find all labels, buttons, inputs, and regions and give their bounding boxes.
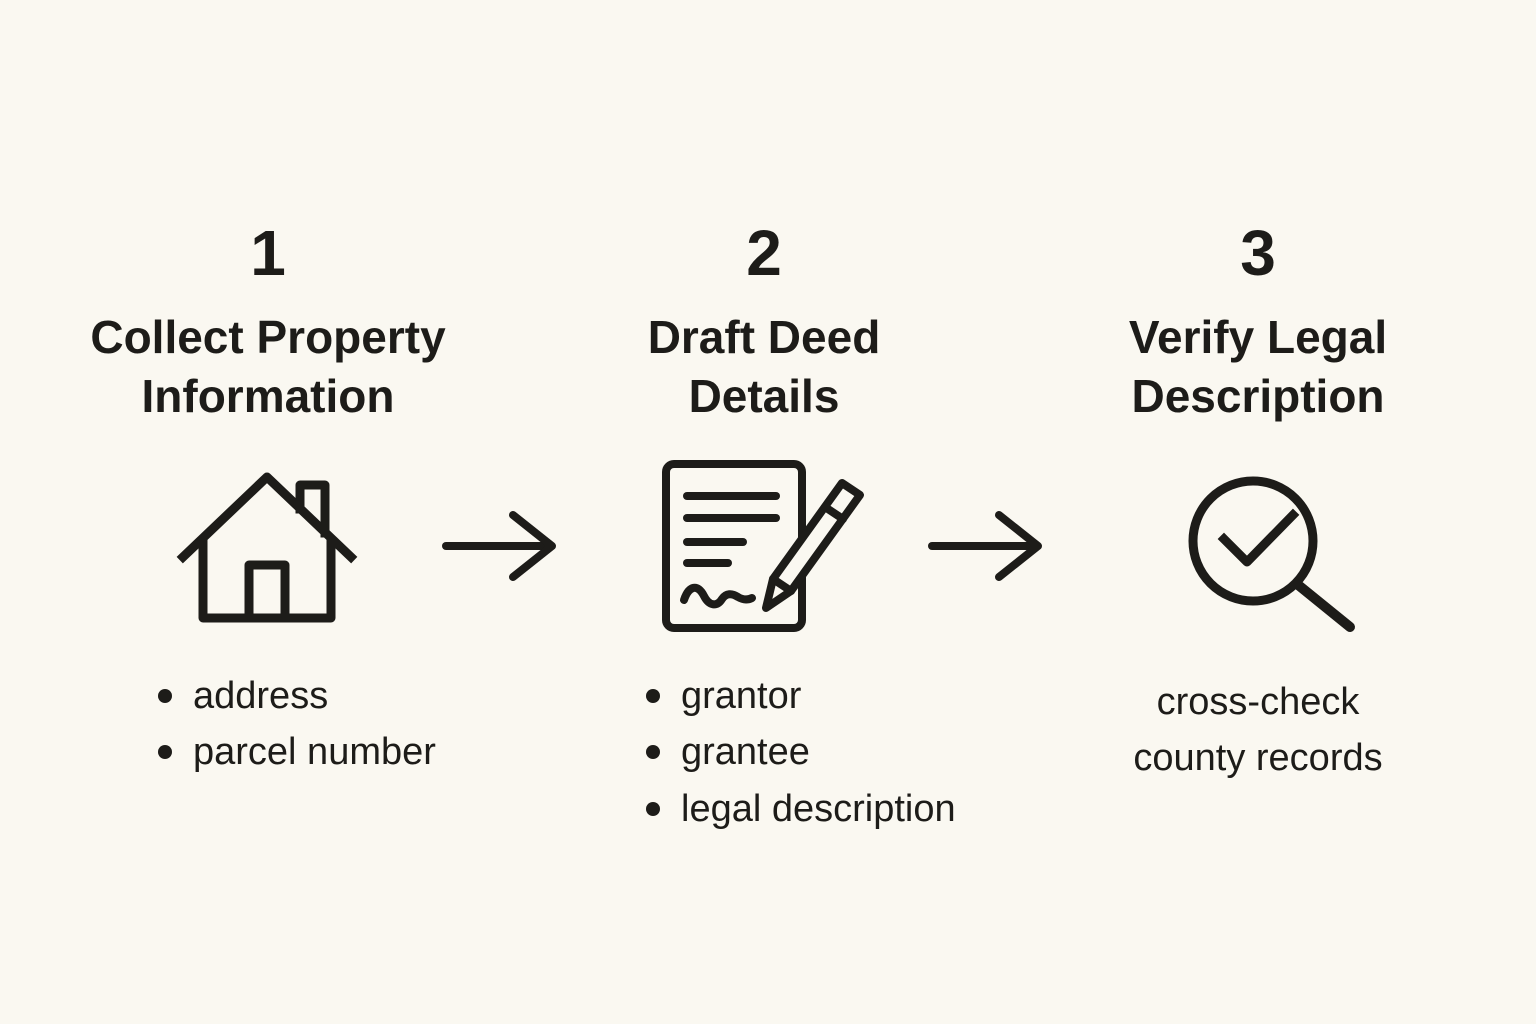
step-2-detail-list: grantor grantee legal description xyxy=(646,668,956,837)
step-3-number: 3 xyxy=(1240,217,1276,289)
magnifier-check-icon xyxy=(1158,458,1358,634)
note-line-2: county records xyxy=(1133,737,1383,780)
list-item-label: grantor xyxy=(681,675,802,718)
step-1-title: Collect Property Information xyxy=(90,308,445,426)
step-1-detail-list: address parcel number xyxy=(158,668,436,780)
list-item: address xyxy=(158,668,436,724)
step-1: 1 Collect Property Information address p… xyxy=(18,218,518,781)
list-item: parcel number xyxy=(158,724,436,780)
house-icon xyxy=(176,458,360,634)
list-item: grantor xyxy=(646,668,956,724)
right-arrow-icon xyxy=(440,510,560,587)
list-item-label: grantee xyxy=(681,731,810,774)
bullet-dot xyxy=(646,745,660,760)
list-item: grantee xyxy=(646,724,956,780)
bullet-dot xyxy=(158,745,172,760)
step-2-title-line-2: Details xyxy=(688,370,840,423)
deed-document-pencil-icon xyxy=(659,458,869,634)
bullet-dot xyxy=(646,689,660,704)
step-2-number: 2 xyxy=(746,217,782,289)
list-item-label: legal description xyxy=(681,787,956,830)
step-1-title-line-1: Collect Property xyxy=(90,311,446,364)
step-1-title-line-2: Information xyxy=(141,370,395,423)
step-3-title: Verify Legal Description xyxy=(1129,308,1387,426)
list-item-label: parcel number xyxy=(193,731,436,774)
list-item-label: address xyxy=(193,675,329,718)
step-3-note: cross-check county records xyxy=(1133,674,1382,786)
step-3: 3 Verify Legal Description cross-check c… xyxy=(1008,218,1508,787)
note-line-1: cross-check xyxy=(1156,681,1360,724)
right-arrow-icon xyxy=(926,510,1046,587)
step-2-title-line-1: Draft Deed xyxy=(647,311,881,364)
step-2-title: Draft Deed Details xyxy=(648,308,881,426)
step-1-number: 1 xyxy=(250,217,286,289)
step-3-title-line-1: Verify Legal xyxy=(1128,311,1388,364)
list-item: legal description xyxy=(646,781,956,837)
step-3-title-line-2: Description xyxy=(1131,370,1385,423)
bullet-dot xyxy=(158,689,172,704)
step-2: 2 Draft Deed Details grantor xyxy=(514,218,1014,837)
bullet-dot xyxy=(646,801,660,816)
